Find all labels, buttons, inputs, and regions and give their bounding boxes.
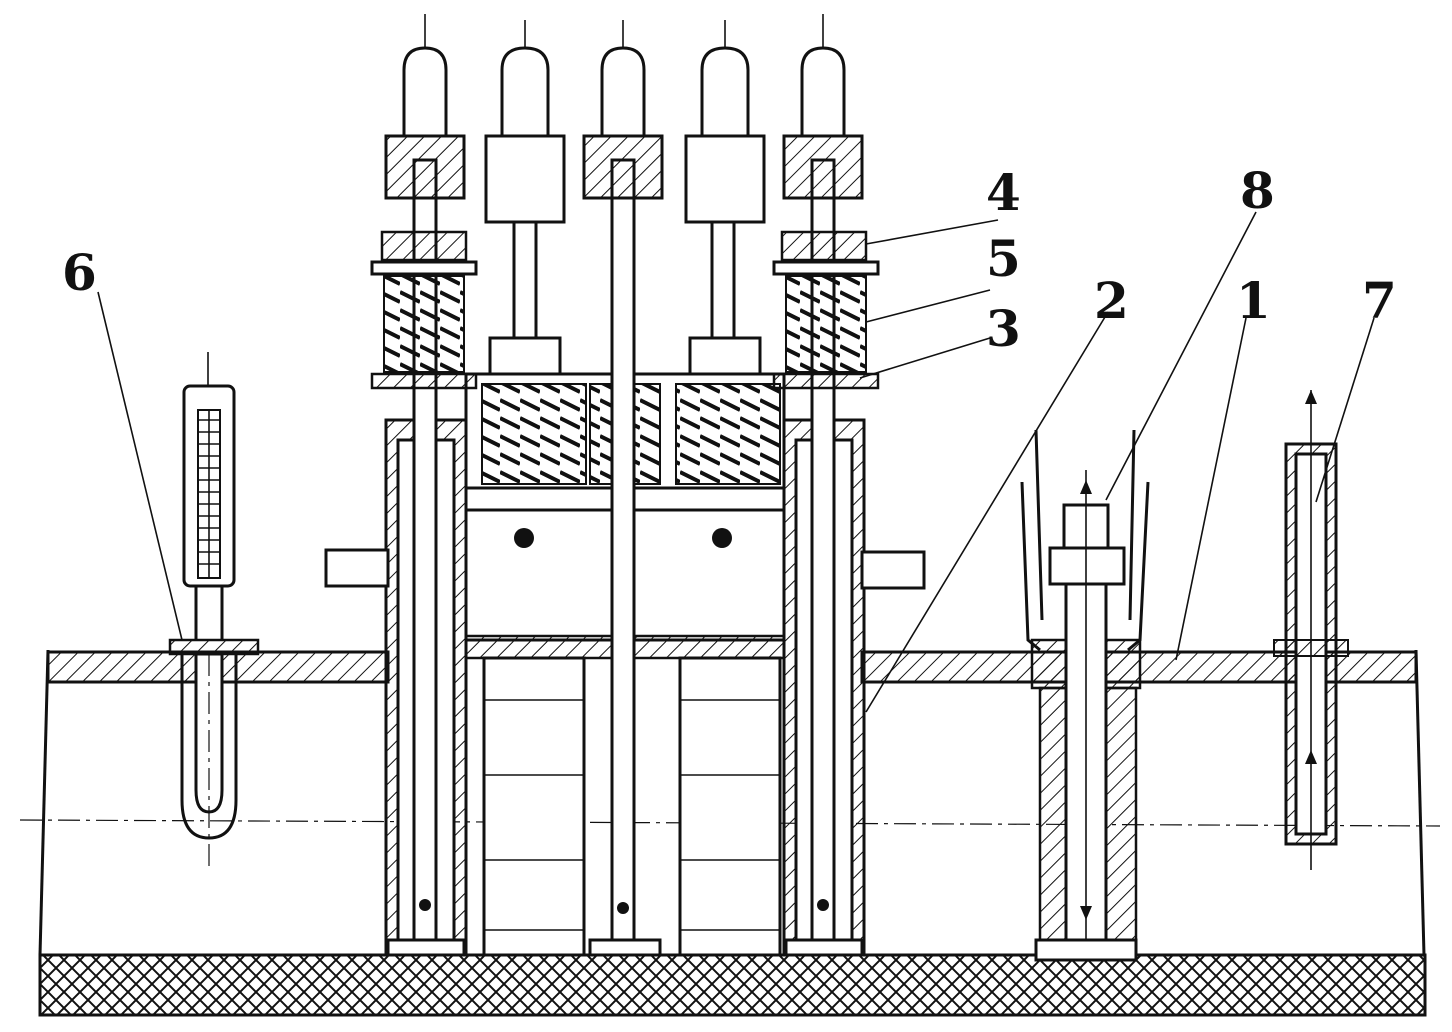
outlet-pipe [1273,390,1349,870]
label-4: 4 [986,163,1021,222]
heater-assembly [1020,429,1150,962]
thermometer [168,352,260,866]
label-1: 1 [1236,271,1271,330]
label-5: 5 [986,229,1021,288]
leader-lines [97,211,1375,713]
springs-and-washers [370,230,880,390]
label-2: 2 [1094,271,1129,330]
horizontal-centerline [19,819,1441,827]
label-6: 6 [62,243,97,302]
electrode-assembly [324,14,926,957]
label-3: 3 [986,299,1021,358]
ground-base [38,953,1427,1017]
vessel-outline [38,649,1426,956]
label-8: 8 [1240,161,1275,220]
callout-labels: 6 4 5 3 2 8 1 7 [62,161,1397,358]
top-fittings [384,14,864,376]
label-7: 7 [1362,271,1397,330]
